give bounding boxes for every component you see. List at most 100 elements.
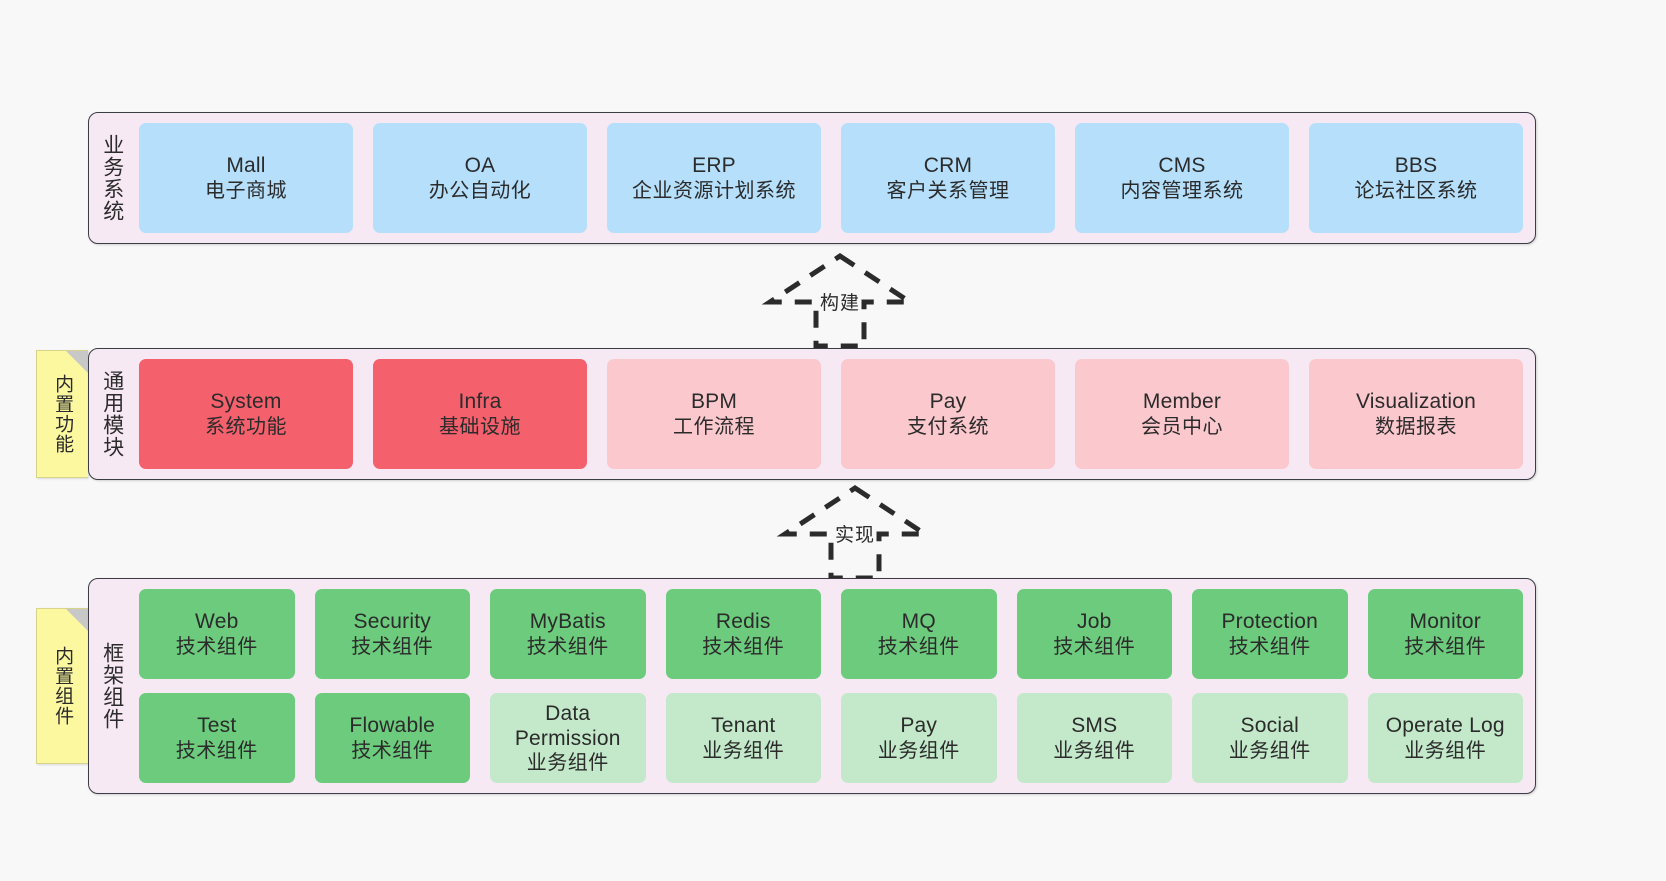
card-monitor[interactable]: Monitor 技术组件 xyxy=(1367,589,1523,679)
card-social[interactable]: Social 业务组件 xyxy=(1192,693,1348,783)
card-title-cn: 数据报表 xyxy=(1375,415,1457,438)
card-crm[interactable]: CRM 客户关系管理 xyxy=(841,123,1055,233)
card-title-en: Visualization xyxy=(1355,390,1477,414)
card-title-cn: 会员中心 xyxy=(1141,415,1223,438)
card-title-cn: 技术组件 xyxy=(877,635,960,658)
card-title-cn: 技术组件 xyxy=(1228,635,1311,658)
card-job[interactable]: Job 技术组件 xyxy=(1016,589,1172,679)
card-title-cn: 企业资源计划系统 xyxy=(632,179,796,202)
card-title-en: Member xyxy=(1142,390,1222,414)
sticky-note-builtin-components: 内置组件 xyxy=(36,608,88,764)
card-title-en: Web xyxy=(195,610,239,634)
card-test[interactable]: Test 技术组件 xyxy=(139,693,295,783)
card-title-en: Operate Log xyxy=(1385,714,1505,738)
card-row: Web 技术组件 Security 技术组件 MyBatis 技术组件 Redi… xyxy=(139,589,1523,679)
card-title-cn: 论坛社区系统 xyxy=(1354,179,1478,202)
card-title-en: Redis xyxy=(715,610,771,634)
card-title-cn: 内容管理系统 xyxy=(1120,179,1244,202)
card-data-permission[interactable]: Data Permission 业务组件 xyxy=(490,693,646,783)
card-title-cn: 业务组件 xyxy=(702,739,785,762)
card-row: Mall 电子商城 OA 办公自动化 ERP 企业资源计划系统 CRM 客户关系… xyxy=(139,123,1523,233)
card-security[interactable]: Security 技术组件 xyxy=(314,589,470,679)
card-title-en: Flowable xyxy=(349,714,436,738)
card-title-cn: 技术组件 xyxy=(175,635,258,658)
arrow-realize-icon xyxy=(776,485,934,581)
card-tenant[interactable]: Tenant 业务组件 xyxy=(665,693,821,783)
section-body-framework-components: Web 技术组件 Security 技术组件 MyBatis 技术组件 Redi… xyxy=(135,579,1535,793)
card-title-en: SMS xyxy=(1071,714,1118,738)
sticky-note-label: 内置组件 xyxy=(52,646,74,726)
card-mq[interactable]: MQ 技术组件 xyxy=(841,589,997,679)
card-sms[interactable]: SMS 业务组件 xyxy=(1016,693,1172,783)
section-body-business-systems: Mall 电子商城 OA 办公自动化 ERP 企业资源计划系统 CRM 客户关系… xyxy=(135,113,1535,243)
card-title-en: CRM xyxy=(923,154,973,178)
card-pay-business[interactable]: Pay 业务组件 xyxy=(841,693,997,783)
card-erp[interactable]: ERP 企业资源计划系统 xyxy=(607,123,821,233)
section-title-common-modules: 通用模块 xyxy=(100,370,124,458)
sticky-note-label: 内置功能 xyxy=(52,374,74,454)
card-title-en: Data Permission xyxy=(514,701,621,750)
card-title-en: Pay xyxy=(929,390,967,414)
arrow-realize-label: 实现 xyxy=(834,525,876,546)
card-pay[interactable]: Pay 支付系统 xyxy=(841,359,1055,469)
arrow-build: 构建 xyxy=(760,250,920,350)
card-title-cn: 系统功能 xyxy=(205,415,287,438)
card-title-cn: 技术组件 xyxy=(351,739,434,762)
card-infra[interactable]: Infra 基础设施 xyxy=(373,359,587,469)
card-oa[interactable]: OA 办公自动化 xyxy=(373,123,587,233)
card-title-cn: 业务组件 xyxy=(1228,739,1311,762)
card-title-cn: 业务组件 xyxy=(1404,739,1487,762)
section-framework-components: 框架组件 Web 技术组件 Security 技术组件 MyBatis 技术组件… xyxy=(88,578,1536,794)
card-title-en: CMS xyxy=(1158,154,1206,178)
card-title-en: Mall xyxy=(226,154,266,178)
card-title-cn: 业务组件 xyxy=(877,739,960,762)
arrow-realize: 实现 xyxy=(775,482,935,582)
card-row: Test 技术组件 Flowable 技术组件 Data Permission … xyxy=(139,693,1523,783)
card-mall[interactable]: Mall 电子商城 xyxy=(139,123,353,233)
card-visualization[interactable]: Visualization 数据报表 xyxy=(1309,359,1523,469)
arrow-build-icon xyxy=(761,253,919,349)
card-title-en: BBS xyxy=(1394,154,1438,178)
card-title-cn: 技术组件 xyxy=(1404,635,1487,658)
sticky-note-builtin-features: 内置功能 xyxy=(36,350,88,478)
card-title-en: Job xyxy=(1077,610,1112,634)
card-protection[interactable]: Protection 技术组件 xyxy=(1192,589,1348,679)
card-title-en: Infra xyxy=(458,390,502,414)
section-title-business-systems: 业务系统 xyxy=(100,134,124,222)
card-title-en: OA xyxy=(464,154,496,178)
card-title-en: Test xyxy=(197,714,237,738)
card-title-cn: 技术组件 xyxy=(526,635,609,658)
card-web[interactable]: Web 技术组件 xyxy=(139,589,295,679)
card-member[interactable]: Member 会员中心 xyxy=(1075,359,1289,469)
arrow-build-label: 构建 xyxy=(819,293,861,314)
card-title-en: Tenant xyxy=(711,714,776,738)
card-title-en: Social xyxy=(1240,714,1299,738)
card-mybatis[interactable]: MyBatis 技术组件 xyxy=(490,589,646,679)
card-title-en: MQ xyxy=(901,610,936,634)
card-title-en: Pay xyxy=(900,714,938,738)
card-title-cn: 办公自动化 xyxy=(428,179,532,202)
card-title-cn: 技术组件 xyxy=(702,635,785,658)
card-redis[interactable]: Redis 技术组件 xyxy=(665,589,821,679)
card-title-en: Security xyxy=(353,610,431,634)
card-title-en: BPM xyxy=(690,390,738,414)
card-title-en: ERP xyxy=(692,154,736,178)
section-business-systems: 业务系统 Mall 电子商城 OA 办公自动化 ERP 企业资源计划系统 CRM… xyxy=(88,112,1536,244)
card-system[interactable]: System 系统功能 xyxy=(139,359,353,469)
section-title-framework-components: 框架组件 xyxy=(100,642,124,730)
card-row: System 系统功能 Infra 基础设施 BPM 工作流程 Pay 支付系统… xyxy=(139,359,1523,469)
card-title-cn: 技术组件 xyxy=(1053,635,1136,658)
card-title-cn: 客户关系管理 xyxy=(886,179,1010,202)
card-cms[interactable]: CMS 内容管理系统 xyxy=(1075,123,1289,233)
card-title-en: System xyxy=(210,390,282,414)
card-operate-log[interactable]: Operate Log 业务组件 xyxy=(1367,693,1523,783)
card-flowable[interactable]: Flowable 技术组件 xyxy=(314,693,470,783)
section-body-common-modules: System 系统功能 Infra 基础设施 BPM 工作流程 Pay 支付系统… xyxy=(135,349,1535,479)
card-title-en: Protection xyxy=(1221,610,1319,634)
card-bbs[interactable]: BBS 论坛社区系统 xyxy=(1309,123,1523,233)
card-title-cn: 业务组件 xyxy=(1053,739,1136,762)
card-title-cn: 技术组件 xyxy=(351,635,434,658)
section-common-modules: 通用模块 System 系统功能 Infra 基础设施 BPM 工作流程 Pay… xyxy=(88,348,1536,480)
card-bpm[interactable]: BPM 工作流程 xyxy=(607,359,821,469)
card-title-en: Monitor xyxy=(1409,610,1481,634)
